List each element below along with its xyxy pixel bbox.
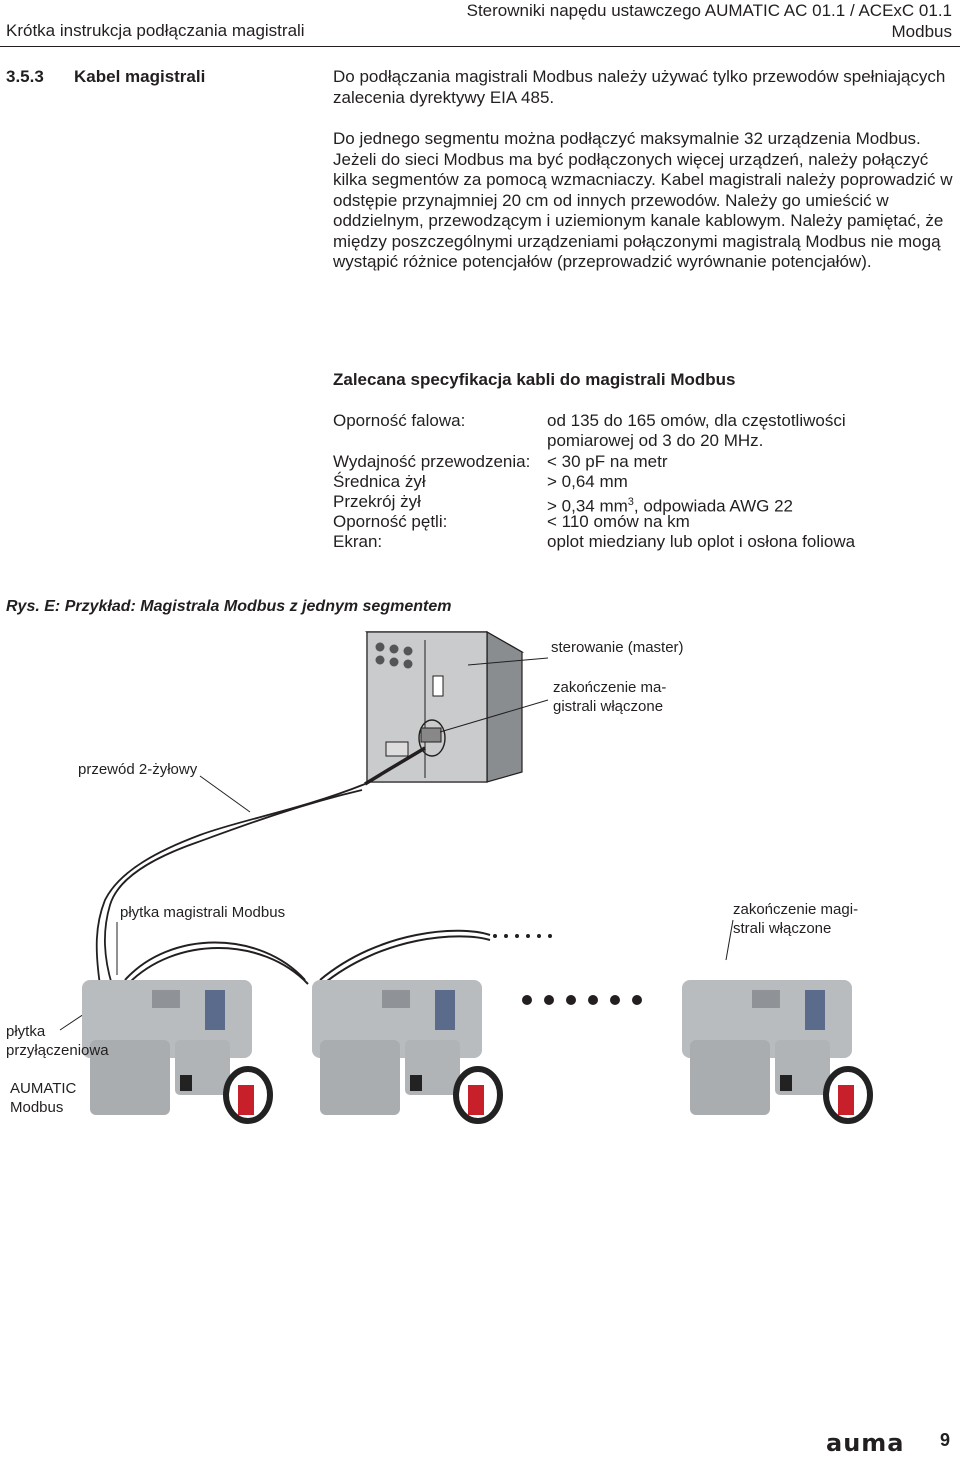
cable-segment bbox=[127, 947, 309, 985]
header-right-title: Sterowniki napędu ustawczego AUMATIC AC … bbox=[467, 0, 952, 42]
spec-label: Średnica żył bbox=[333, 472, 426, 491]
label-bus-board: płytka magistrali Modbus bbox=[120, 904, 286, 921]
spec-value: oplot miedziany lub oplot i osłona folio… bbox=[547, 532, 856, 551]
actuator-1 bbox=[82, 980, 273, 1124]
label-line: AUMATIC bbox=[10, 1080, 77, 1097]
spec-label: Oporność falowa: bbox=[333, 411, 466, 430]
spec-value: < 110 omów na km bbox=[547, 512, 690, 531]
header-divider bbox=[0, 46, 960, 47]
auma-logo: auma bbox=[826, 1429, 905, 1457]
control-cabinet bbox=[364, 630, 525, 783]
spec-value-pre: > 0,34 mm bbox=[547, 496, 628, 516]
label-line: zakończenie magi- bbox=[733, 901, 859, 918]
spec-value: pomiarowej od 3 do 20 MHz. bbox=[547, 431, 764, 450]
label-termination-top: zakończenie ma- gistrali włączone bbox=[553, 678, 666, 716]
label-termination-right: zakończenie magi- strali włączone bbox=[733, 900, 858, 938]
spec-value: > 0,64 mm bbox=[547, 472, 628, 491]
paragraph-2: Do jednego segmentu można podłączyć maks… bbox=[333, 129, 953, 271]
spec-label: Ekran: bbox=[333, 532, 383, 551]
header-right-title-line2: Modbus bbox=[891, 22, 952, 41]
cable-segment bbox=[319, 929, 491, 981]
label-connection-board: płytka przyłączeniowa bbox=[6, 1022, 109, 1060]
label-device: AUMATIC Modbus bbox=[10, 1079, 76, 1117]
section-number: 3.5.3 bbox=[6, 67, 44, 86]
spec-value-post: , odpowiada AWG 22 bbox=[633, 496, 793, 516]
actuator-3 bbox=[682, 980, 873, 1124]
page-number: 9 bbox=[940, 1430, 951, 1450]
label-cable: przewód 2-żyłowy bbox=[78, 761, 198, 778]
leader-lines bbox=[59, 657, 734, 1031]
label-line: gistrali włączone bbox=[553, 698, 664, 715]
continuation-dots-large bbox=[522, 995, 642, 1005]
cable-segment bbox=[321, 935, 491, 986]
figure-caption: Rys. E: Przykład: Magistrala Modbus z je… bbox=[6, 598, 452, 615]
continuation-dots-small bbox=[493, 934, 552, 938]
spec-value-sup: 3 bbox=[627, 496, 634, 508]
label-master: sterowanie (master) bbox=[551, 639, 684, 656]
section-title: Kabel magistrali bbox=[74, 67, 206, 86]
label-line: zakończenie ma- bbox=[553, 679, 667, 696]
cable-from-cabinet bbox=[364, 746, 426, 786]
spec-value: od 135 do 165 omów, dla częstotliwości bbox=[547, 411, 846, 430]
label-line: Modbus bbox=[10, 1099, 64, 1116]
cable-segment bbox=[124, 941, 306, 981]
spec-label: Przekrój żył bbox=[333, 492, 421, 511]
bus-diagram bbox=[59, 630, 873, 1124]
spec-label: Oporność pętli: bbox=[333, 512, 448, 531]
paragraph-1: Do podłączania magistrali Modbus należy … bbox=[333, 67, 946, 107]
label-line: przyłączeniowa bbox=[6, 1042, 109, 1059]
spec-heading: Zalecana specyfikacja kabli do magistral… bbox=[333, 370, 736, 389]
header-left-title: Krótka instrukcja podłączania magistrali bbox=[6, 21, 305, 40]
spec-label: Wydajność przewodzenia: bbox=[333, 452, 531, 471]
twisted-pair-cable bbox=[95, 783, 366, 986]
label-line: płytka bbox=[6, 1023, 46, 1040]
section-body: Do podłączania magistrali Modbus należy … bbox=[333, 67, 953, 273]
label-line: strali włączone bbox=[733, 920, 832, 937]
spec-value: < 30 pF na metr bbox=[547, 452, 668, 471]
header-right-title-line1: Sterowniki napędu ustawczego AUMATIC AC … bbox=[466, 1, 952, 20]
actuator-2 bbox=[312, 980, 503, 1124]
spec-value: > 0,34 mm3, odpowiada AWG 22 bbox=[547, 492, 793, 517]
